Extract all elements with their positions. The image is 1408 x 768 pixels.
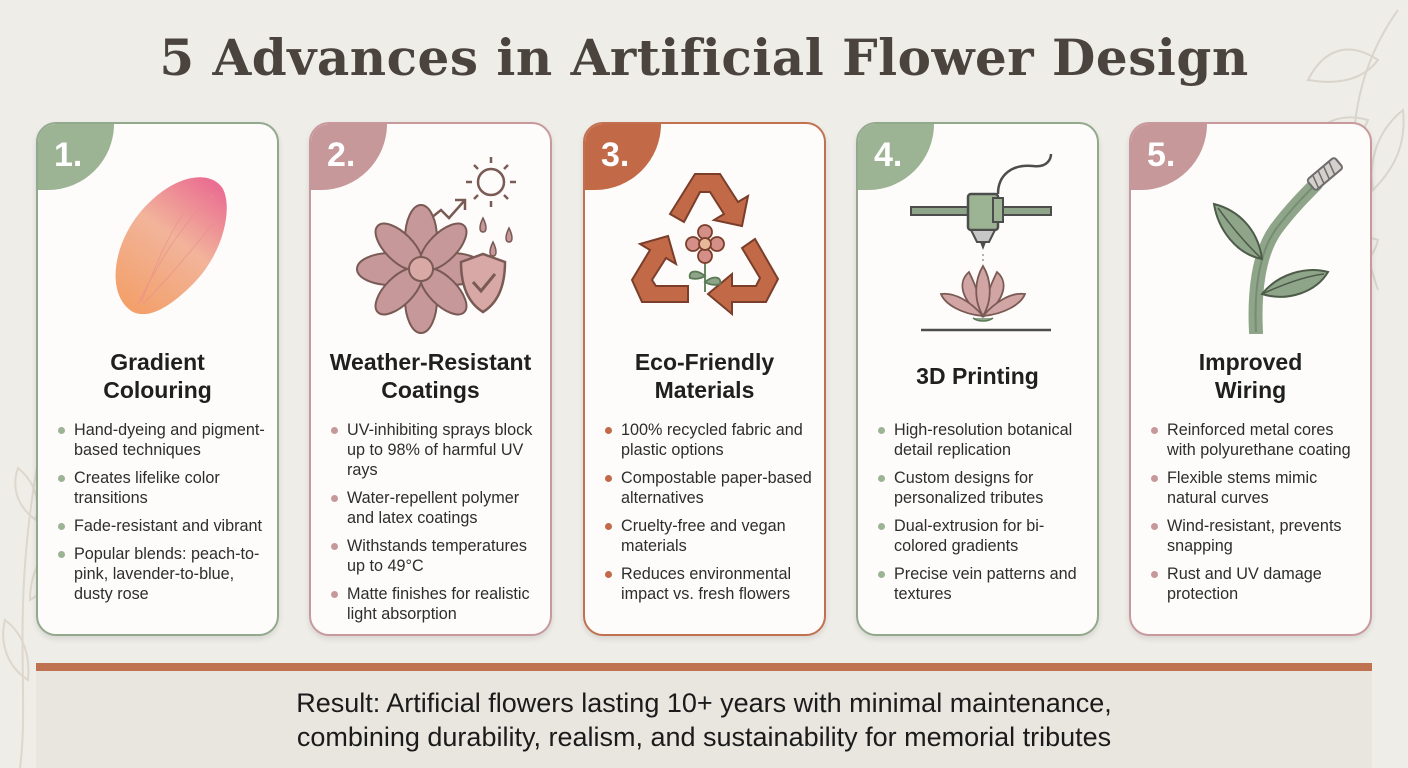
result-line: combining durability, realism, and susta… [296, 722, 1112, 752]
list-item: Dual-extrusion for bi-colored gradients [876, 516, 1089, 556]
bullet-list: Hand-dyeing and pigment-based techniques… [56, 420, 269, 612]
card-number-badge: 4. [858, 124, 934, 190]
list-item: Wind-resistant, prevents snapping [1149, 516, 1362, 556]
petal-icon [38, 144, 277, 334]
list-item: Fade-resistant and vibrant [56, 516, 269, 536]
list-item: Matte finishes for realistic light absor… [329, 584, 542, 624]
list-item: High-resolution botanical detail replica… [876, 420, 1089, 460]
list-item: Compostable paper-based alternatives [603, 468, 816, 508]
list-item: Reduces environmental impact vs. fresh f… [603, 564, 816, 604]
card-weather-resistant-coatings: 2. [309, 122, 552, 636]
list-item: Water-repellent polymer and latex coatin… [329, 488, 542, 528]
advances-cards: 1. Gradient [36, 122, 1372, 636]
card-title: Weather-Resistant Coatings [329, 349, 532, 403]
card-gradient-colouring: 1. Gradient [36, 122, 279, 636]
card-number-badge: 5. [1131, 124, 1207, 190]
list-item: UV-inhibiting sprays block up to 98% of … [329, 420, 542, 480]
card-title: 3D Printing [916, 363, 1039, 389]
list-item: Creates lifelike color transitions [56, 468, 269, 508]
result-summary: Result: Artificial flowers lasting 10+ y… [36, 686, 1372, 754]
recycle-flower-icon [585, 144, 824, 334]
list-item: 100% recycled fabric and plastic options [603, 420, 816, 460]
list-item: Cruelty-free and vegan materials [603, 516, 816, 556]
list-item: Withstands temperatures up to 49°C [329, 536, 542, 576]
list-item: Reinforced metal cores with polyurethane… [1149, 420, 1362, 460]
result-divider [36, 663, 1372, 671]
3d-printer-icon [858, 144, 1097, 334]
list-item: Popular blends: peach-to-pink, lavender-… [56, 544, 269, 604]
list-item: Flexible stems mimic natural curves [1149, 468, 1362, 508]
card-title: Gradient Colouring [103, 349, 212, 403]
card-title: Improved Wiring [1198, 349, 1303, 403]
card-3d-printing: 4. [856, 122, 1099, 636]
card-title: Eco-Friendly Materials [634, 349, 775, 403]
wired-stem-icon [1131, 144, 1370, 334]
bullet-list: Reinforced metal cores with polyurethane… [1149, 420, 1362, 612]
list-item: Rust and UV damage protection [1149, 564, 1362, 604]
bullet-list: High-resolution botanical detail replica… [876, 420, 1089, 612]
result-line: Result: Artificial flowers lasting 10+ y… [296, 688, 1112, 718]
list-item: Hand-dyeing and pigment-based techniques [56, 420, 269, 460]
result-panel [36, 671, 1372, 768]
list-item: Custom designs for personalized tributes [876, 468, 1089, 508]
bullet-list: UV-inhibiting sprays block up to 98% of … [329, 420, 542, 632]
page-title: 5 Advances in Artificial Flower Design [159, 28, 1249, 87]
card-improved-wiring: 5. [1129, 122, 1372, 636]
list-item: Precise vein patterns and textures [876, 564, 1089, 604]
bullet-list: 100% recycled fabric and plastic options… [603, 420, 816, 612]
flower-shield-sun-icon [311, 144, 550, 334]
card-eco-friendly-materials: 3. [583, 122, 826, 636]
